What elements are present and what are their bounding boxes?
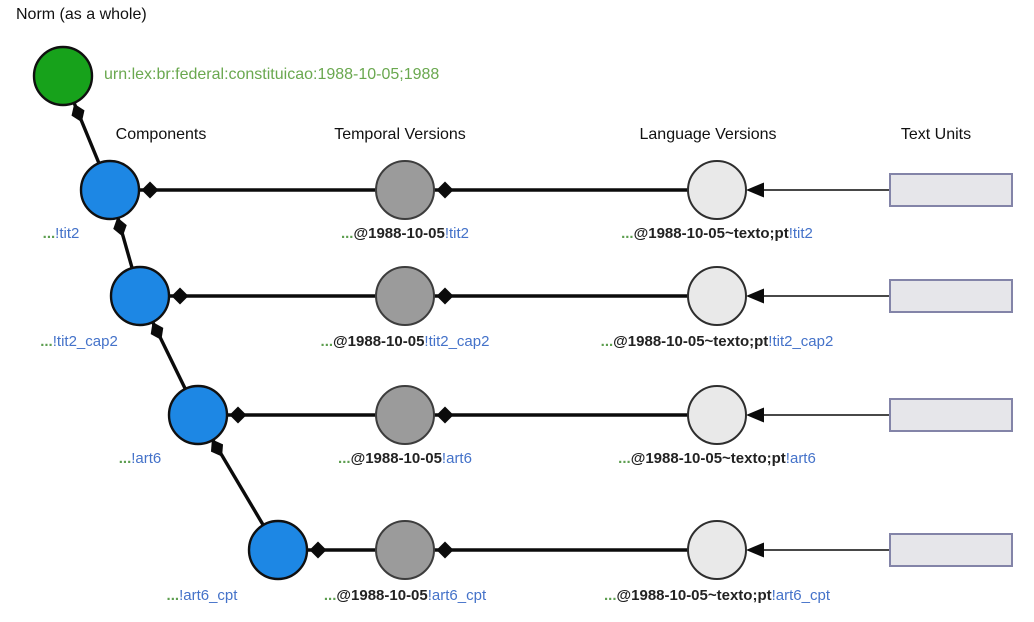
norm-node	[32, 45, 94, 107]
urn-prefix: ...	[323, 587, 337, 604]
language-label-tit2: ...@1988-10-05~texto;pt!tit2	[621, 225, 813, 242]
text-unit-box-1	[889, 173, 1013, 207]
text-unit-box-3	[889, 398, 1013, 432]
urn-version: @1988-10-05~texto;pt	[630, 450, 786, 467]
arrowhead-icon	[746, 542, 764, 558]
text-unit-box-2	[889, 279, 1013, 313]
component-node-tit2-cap2	[109, 265, 171, 327]
language-label-tit2-cap2: ...@1988-10-05~texto;pt!tit2_cap2	[601, 333, 834, 350]
urn-fragment: !tit2_cap2	[768, 333, 834, 350]
composition-diamond-icon	[71, 103, 85, 123]
urn-prefix: ...	[166, 587, 180, 604]
component-node-art6	[167, 384, 229, 446]
composition-diamond-icon	[309, 541, 327, 559]
composition-diamond-icon	[436, 541, 454, 559]
composition-diamond-icon	[141, 181, 159, 199]
urn-version: @1988-10-05	[353, 225, 445, 242]
column-header-text-units: Text Units	[900, 126, 972, 143]
composition-diamond-icon	[436, 181, 454, 199]
urn-fragment: !tit2_cap2	[424, 333, 490, 350]
urn-version: @1988-10-05~texto;pt	[616, 587, 772, 604]
urn-version: @1988-10-05	[350, 450, 442, 467]
urn-fragment: !art6	[785, 450, 816, 467]
composition-diamond-icon	[436, 287, 454, 305]
language-node-2	[687, 266, 747, 326]
language-node-3	[687, 385, 747, 445]
urn-fragment: !art6	[441, 450, 472, 467]
component-label-art6-cpt: ...!art6_cpt	[167, 587, 238, 604]
urn-fragment: !art6_cpt	[771, 587, 830, 604]
arrowhead-icon	[746, 288, 764, 304]
urn-prefix: ...	[600, 333, 614, 350]
temporal-node-1	[375, 160, 435, 220]
urn-fragment: !tit2	[444, 225, 470, 242]
column-header-temporal-versions: Temporal Versions	[334, 126, 466, 143]
language-node-4	[687, 520, 747, 580]
urn-fragment: !tit2	[55, 225, 80, 242]
urn-prefix: ...	[40, 333, 53, 350]
urn-prefix: ...	[604, 587, 617, 604]
urn-version: @1988-10-05~texto;pt	[613, 333, 769, 350]
arrowhead-icon	[746, 407, 764, 423]
urn-prefix: ...	[118, 450, 132, 467]
urn-version: @1988-10-05~texto;pt	[633, 225, 789, 242]
urn-prefix: ...	[320, 333, 334, 350]
component-node-art6-cpt	[247, 519, 309, 581]
urn-version: @1988-10-05	[336, 587, 428, 604]
urn-fragment: !art6_cpt	[427, 587, 487, 604]
urn-prefix: ...	[618, 450, 631, 467]
language-node-1	[687, 160, 747, 220]
norm-urn-label: urn:lex:br:federal:constituicao:1988-10-…	[104, 66, 440, 83]
composition-diamond-icon	[210, 439, 224, 457]
composition-diamond-icon	[229, 406, 247, 424]
temporal-label-tit2: ...@1988-10-05!tit2	[341, 225, 469, 242]
column-header-language-versions: Language Versions	[639, 126, 777, 143]
component-label-tit2: ...!tit2	[43, 225, 80, 242]
diagram-title: Norm (as a whole)	[16, 6, 147, 23]
temporal-label-tit2-cap2: ...@1988-10-05!tit2_cap2	[321, 333, 490, 350]
language-label-art6: ...@1988-10-05~texto;pt!art6	[618, 450, 816, 467]
component-label-art6: ...!art6	[119, 450, 162, 467]
urn-version: @1988-10-05	[333, 333, 425, 350]
composition-diamond-icon	[113, 217, 127, 237]
urn-prefix: ...	[338, 450, 351, 467]
temporal-label-art6: ...@1988-10-05!art6	[338, 450, 472, 467]
urn-prefix: ...	[42, 225, 56, 242]
component-node-tit2	[79, 159, 141, 221]
urn-fragment: !tit2_cap2	[52, 333, 118, 350]
urn-prefix: ...	[340, 225, 354, 242]
column-header-components: Components	[115, 126, 207, 143]
urn-fragment: !art6_cpt	[179, 587, 238, 604]
temporal-label-art6-cpt: ...@1988-10-05!art6_cpt	[324, 587, 486, 604]
language-label-art6-cpt: ...@1988-10-05~texto;pt!art6_cpt	[604, 587, 830, 604]
composition-diamond-icon	[171, 287, 189, 305]
composition-diamond-icon	[150, 322, 164, 340]
urn-fragment: !tit2	[788, 225, 813, 242]
urn-fragment: !art6	[131, 450, 162, 467]
arrowhead-icon	[746, 182, 764, 198]
temporal-node-3	[375, 385, 435, 445]
text-unit-box-4	[889, 533, 1013, 567]
composition-diamond-icon	[436, 406, 454, 424]
temporal-node-2	[375, 266, 435, 326]
component-label-tit2-cap2: ...!tit2_cap2	[40, 333, 118, 350]
temporal-node-4	[375, 520, 435, 580]
urn-prefix: ...	[621, 225, 634, 242]
